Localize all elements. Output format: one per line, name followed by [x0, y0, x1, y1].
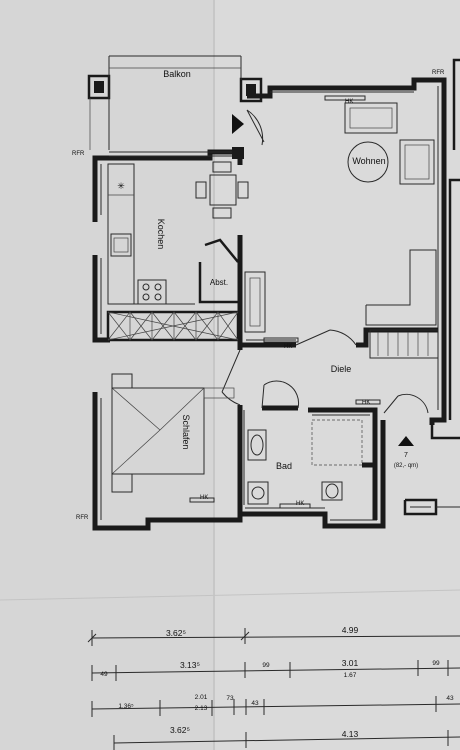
- radiators: [189, 95, 381, 509]
- label-bath: Bad: [276, 461, 292, 471]
- dim-row3: 2.01: [195, 694, 208, 701]
- dim-row2: 99: [432, 660, 440, 667]
- interior-walls: [106, 152, 439, 520]
- hk-mark: HK: [345, 99, 353, 105]
- bath-fixtures: [247, 419, 363, 505]
- dim-row3: 43: [446, 695, 454, 702]
- dim-row3: 73: [226, 695, 234, 702]
- balcony-area: [87, 55, 263, 150]
- fridge-star-icon: ✳: [117, 181, 125, 191]
- dim-row2: 1.67: [344, 672, 357, 679]
- unit-area: (82,- qm): [394, 463, 418, 469]
- dimension-lines: [87, 628, 460, 750]
- dim-row1: 4.99: [342, 625, 359, 635]
- rfr-mark: RFR: [432, 70, 445, 76]
- dim-row1: 3.62⁵: [166, 628, 186, 638]
- outer-walls: [92, 58, 460, 531]
- dim-row2: 3.13⁵: [180, 660, 200, 670]
- label-kitchen: Kochen: [156, 219, 166, 250]
- rfr-mark: RFR: [72, 151, 85, 157]
- label-bedroom: Schlafen: [181, 414, 191, 449]
- label-hall: Diele: [331, 364, 352, 374]
- balcony-door-glazing: [109, 147, 244, 159]
- dim-row2: 3.01: [342, 658, 359, 668]
- hk-mark: HK: [362, 400, 370, 406]
- hk-mark: HK: [284, 344, 292, 350]
- entry-arrow-icon: [232, 114, 244, 134]
- unit-number: 7: [404, 452, 408, 459]
- doors: [221, 109, 429, 414]
- dim-row2: 49: [100, 671, 108, 678]
- label-balcony: Balkon: [163, 69, 191, 79]
- kitchen-fixtures: ✳: [107, 161, 249, 305]
- dim-row2: 99: [262, 662, 270, 669]
- paper-fold-horizontal: [0, 589, 460, 601]
- paper-fold-right: [215, 0, 460, 750]
- hk-mark: HK: [200, 495, 208, 501]
- bedroom-furniture: [111, 373, 235, 493]
- unit-arrow-icon: [398, 436, 414, 446]
- rfr-mark: RFR: [76, 515, 89, 521]
- dim-row3: 1.36⁵: [118, 703, 134, 710]
- living-furniture: [244, 102, 437, 333]
- hk-mark: HK: [296, 501, 304, 507]
- label-storage: Abst.: [210, 278, 228, 287]
- dim-row4: 4.13: [342, 729, 359, 739]
- label-living: Wohnen: [352, 156, 385, 166]
- dim-row3: 43: [251, 700, 259, 707]
- dim-row4: 3.62⁵: [170, 725, 190, 735]
- dim-row3: 2.13: [195, 705, 208, 712]
